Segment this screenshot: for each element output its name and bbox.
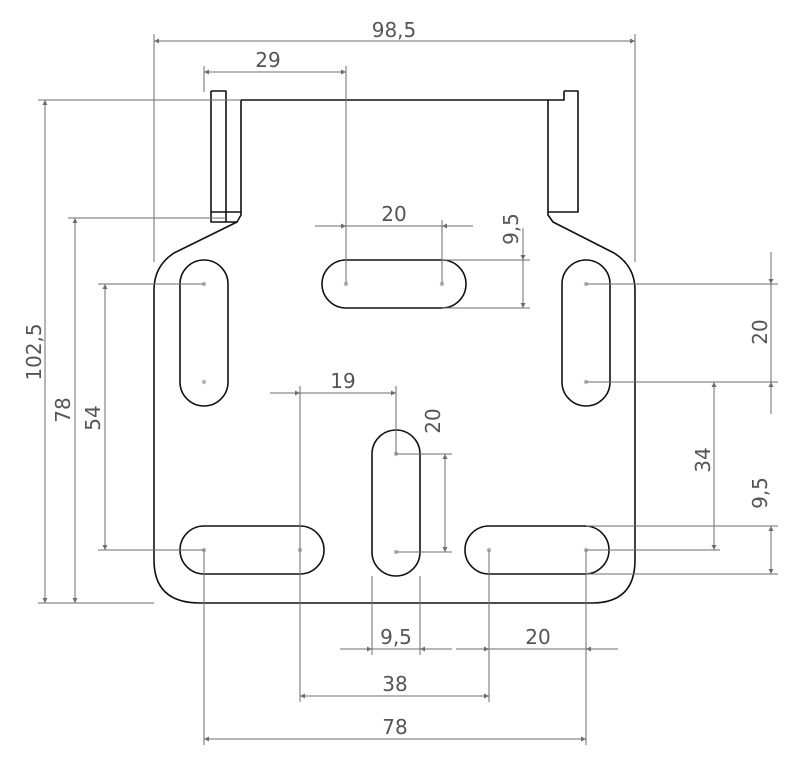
dim-label-overall-height: 102,5 [22, 323, 46, 380]
dim-label-span-38: 38 [382, 672, 407, 696]
dim-label-top-offset: 29 [255, 48, 280, 72]
dim-bottom-right-slot-width: 9,5 [586, 477, 778, 575]
dim-top-slot-width: 9,5 [442, 213, 530, 309]
dim-label-center-slot-width: 9,5 [380, 625, 412, 649]
dim-overall-width: 98,5 [153, 18, 636, 262]
dim-right-slot-length: 20 [586, 252, 778, 414]
dim-label-height-78: 78 [51, 397, 75, 422]
plate-outline [153, 90, 636, 604]
slot-center-points [201, 281, 589, 555]
slot-left-vertical [179, 259, 229, 407]
dim-label-overall-width: 98,5 [372, 18, 417, 42]
dim-bottom-right-slot-length: 20 [456, 550, 618, 745]
dim-height-78: 78 [51, 217, 226, 603]
dim-label-top-slot-length: 20 [381, 202, 406, 226]
dim-label-vertical-34: 34 [691, 447, 715, 472]
dim-span-38: 38 [300, 672, 489, 699]
slot-top-center [321, 259, 467, 309]
dim-top-slot-length: 20 [315, 202, 473, 284]
dim-label-right-slot-length: 20 [748, 319, 772, 344]
dim-label-bottom-right-slot-width: 9,5 [748, 477, 772, 509]
dim-center-offset: 19 [270, 369, 397, 702]
dim-label-bottom-right-slot-length: 20 [525, 625, 550, 649]
right-tab [548, 90, 579, 213]
slot-right-vertical [561, 259, 611, 407]
dim-label-height-54: 54 [81, 405, 105, 430]
dim-label-center-slot-length: 20 [421, 408, 445, 433]
dim-label-center-offset: 19 [330, 369, 355, 393]
dim-vertical-34: 34 [691, 382, 717, 550]
dim-center-slot-length: 20 [396, 408, 452, 553]
dim-height-54: 54 [81, 283, 204, 551]
dim-label-bottom-span-78: 78 [382, 715, 407, 739]
dim-bottom-span-78: 78 [203, 550, 586, 745]
dim-center-slot-width: 9,5 [340, 576, 452, 655]
left-tab [210, 90, 241, 223]
slots [179, 259, 611, 577]
plate-body [153, 99, 636, 604]
dim-label-top-slot-width: 9,5 [499, 213, 523, 245]
dim-top-offset: 29 [203, 48, 347, 284]
dim-overall-height: 102,5 [22, 99, 241, 604]
